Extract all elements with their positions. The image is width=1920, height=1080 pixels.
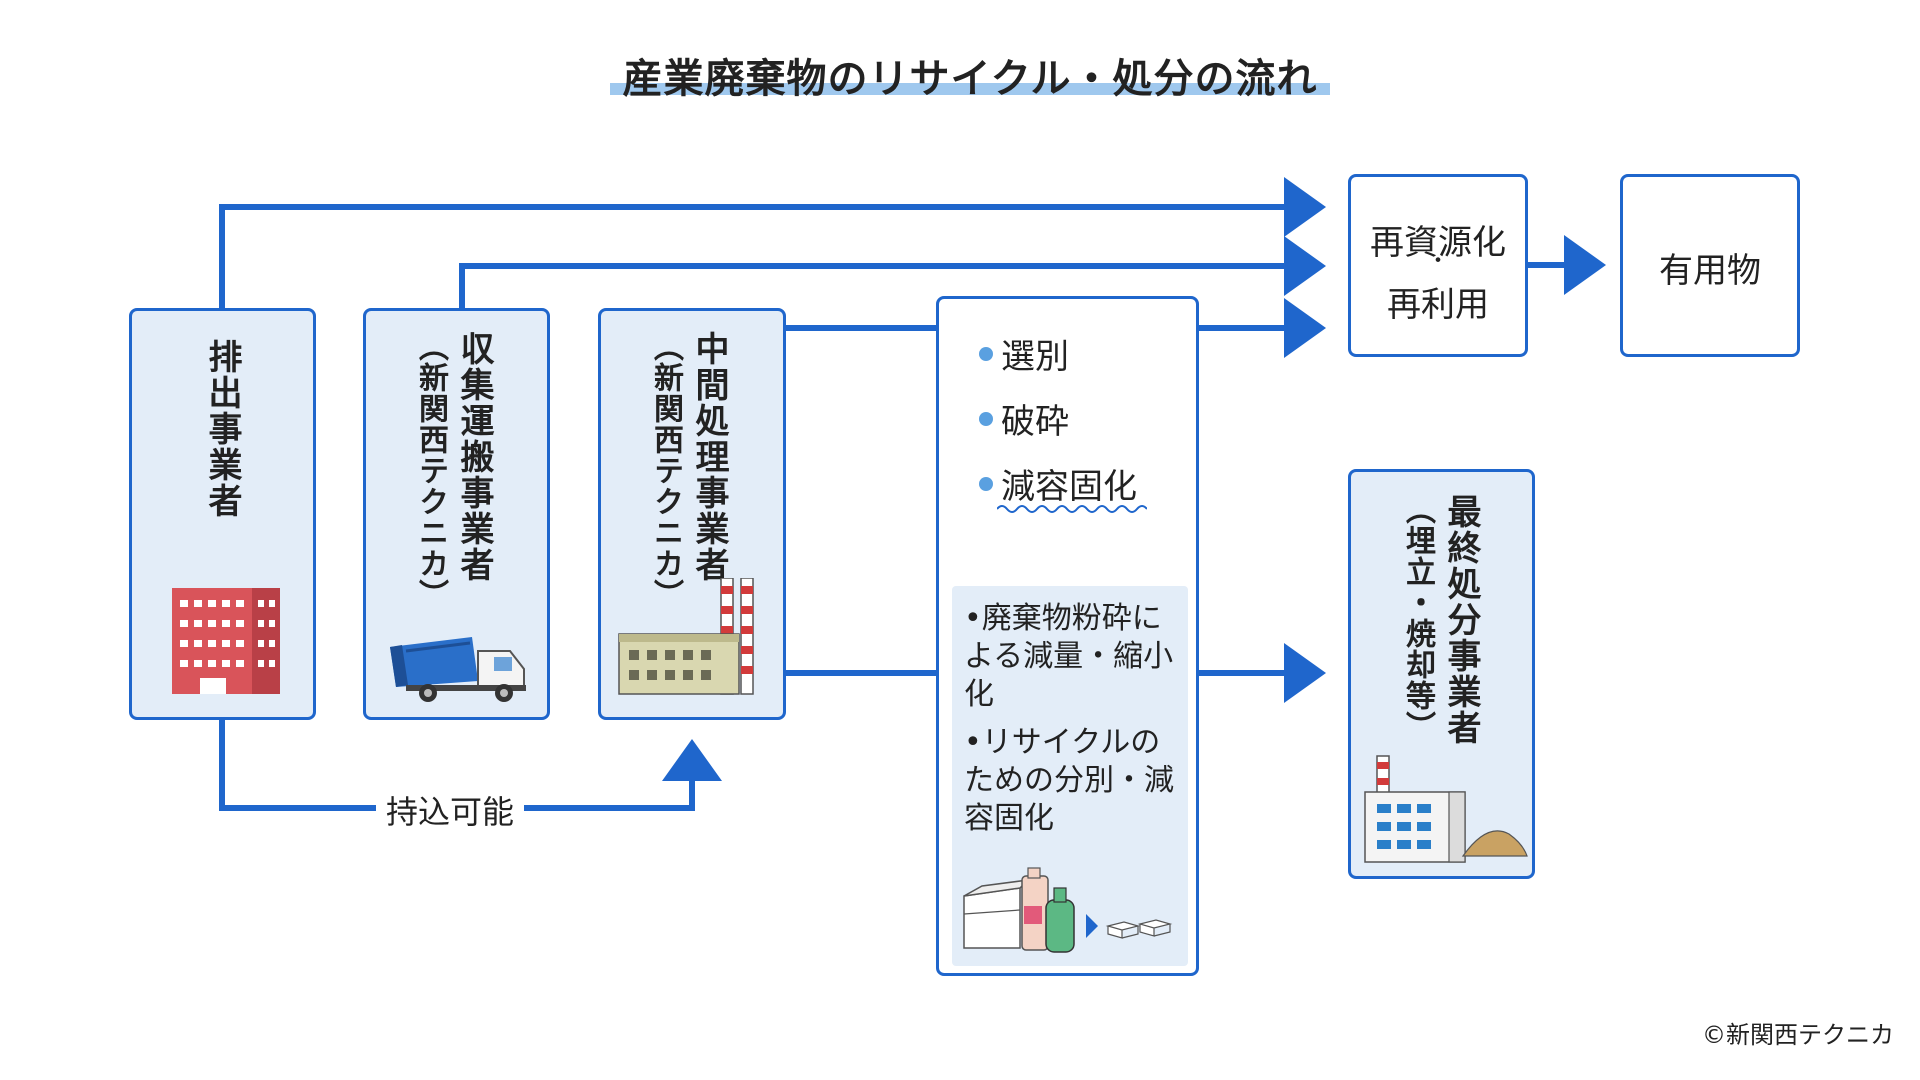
bullet-dot: [979, 346, 993, 361]
collector-company: （新関西テクニカ）: [413, 331, 448, 610]
emitter-label: 排出事業者: [202, 339, 242, 519]
process-detail-panel: •廃棄物粉砕による減量・縮小化 •リサイクルのための分別・減容固化: [952, 586, 1188, 966]
page-title: 産業廃棄物のリサイクル・処分の流れ: [622, 56, 1318, 102]
intermediate-company: （新関西テクニカ）: [648, 331, 683, 610]
collector-label: 収集運搬事業者: [454, 331, 494, 583]
final-label: 最終処分事業者: [1441, 494, 1481, 746]
useful-label: 有用物: [1659, 251, 1761, 291]
emitter-to-recycle-line: [219, 177, 1326, 310]
intermediate-box: 中間処理事業者 （新関西テクニカ）: [598, 308, 786, 720]
process-step-solidify-text: 減容固化: [1001, 467, 1137, 507]
copyright-text: ©新関西テクニカ: [1702, 1021, 1894, 1049]
final-note: （埋立・焼却等）: [1400, 494, 1435, 742]
garbage-truck-icon: [390, 637, 526, 702]
emitter-box: 排出事業者: [129, 308, 316, 720]
carry-in-label: 持込可能: [376, 787, 525, 833]
useful-box: 有用物: [1620, 174, 1800, 357]
process-box: 選別 破砕 減容固化 •廃棄物粉砕による減量・縮小化 •リサイクルのための分別・…: [936, 296, 1199, 976]
recycle-line1: 再資源化: [1370, 223, 1506, 263]
process-step-solidify: 減容固化: [979, 459, 1137, 508]
recycle-box: 再資源化 ・ 再利用: [1348, 174, 1528, 357]
process-step-crush-text: 破砕: [1001, 402, 1069, 442]
compaction-icon: [963, 867, 1173, 953]
wavy-underline: [997, 505, 1147, 513]
process-detail-recycle: •リサイクルのための分別・減容固化: [964, 725, 1174, 836]
process-detail-reduce: •廃棄物粉砕による減量・縮小化: [964, 601, 1174, 712]
landfill-incinerator-icon: [1364, 755, 1528, 863]
bullet-dot: [979, 476, 993, 491]
factory-icon: [618, 578, 754, 695]
process-step-sort-text: 選別: [1001, 337, 1069, 377]
recycle-line2: 再利用: [1387, 285, 1489, 325]
bullet-dot: [979, 411, 993, 426]
office-building-icon: [172, 588, 280, 694]
final-box: 最終処分事業者 （埋立・焼却等）: [1348, 469, 1535, 879]
title-underline: [610, 83, 1330, 95]
recycle-dot: ・: [1426, 249, 1449, 274]
process-step-crush: 破砕: [979, 394, 1069, 443]
intermediate-label: 中間処理事業者: [689, 331, 729, 583]
collector-box: 収集運搬事業者 （新関西テクニカ）: [363, 308, 550, 720]
collector-to-recycle-line: [459, 236, 1326, 310]
process-step-sort: 選別: [979, 329, 1069, 378]
